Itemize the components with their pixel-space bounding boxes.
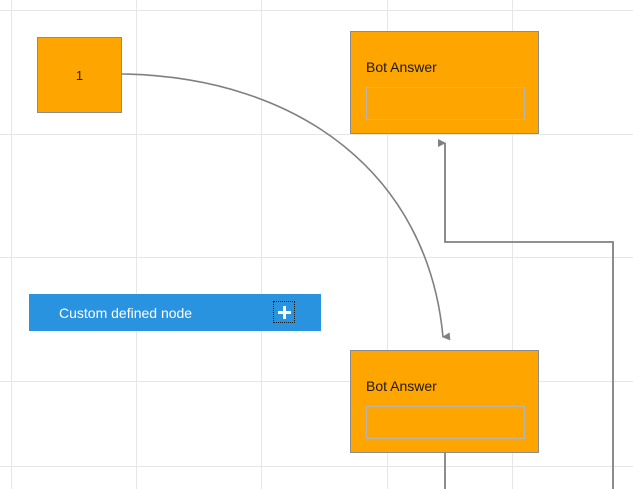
grid-line-horizontal — [0, 257, 633, 258]
grid-line-vertical — [136, 0, 137, 489]
connector-loopback-to-bot-answer-top[interactable] — [438, 139, 614, 489]
connector-start-to-bot-answer-bottom[interactable] — [121, 73, 451, 341]
grid-line-vertical — [512, 0, 513, 489]
grid-line-horizontal — [0, 466, 633, 467]
grid-line-vertical — [11, 0, 12, 489]
node-bot-answer-bottom-slot[interactable] — [366, 406, 525, 439]
node-start[interactable]: 1 — [37, 37, 122, 113]
grid-line-vertical — [387, 0, 388, 489]
node-bot-answer-top-title: Bot Answer — [366, 59, 437, 75]
node-bot-answer-top-slot[interactable] — [366, 87, 525, 120]
plus-icon[interactable] — [273, 301, 295, 323]
plus-icon-vertical-bar — [282, 305, 286, 319]
node-start-label: 1 — [75, 67, 84, 83]
node-bot-answer-bottom-title: Bot Answer — [366, 378, 437, 394]
grid-line-horizontal — [0, 134, 633, 135]
custom-defined-node-label: Custom defined node — [59, 304, 193, 321]
grid-line-vertical — [261, 0, 262, 489]
node-bot-answer-bottom[interactable]: Bot Answer — [350, 350, 539, 453]
grid-line-horizontal — [0, 381, 633, 382]
node-bot-answer-top[interactable]: Bot Answer — [350, 31, 539, 134]
custom-defined-node-bar[interactable]: Custom defined node — [29, 294, 321, 331]
grid-line-horizontal — [0, 10, 633, 11]
